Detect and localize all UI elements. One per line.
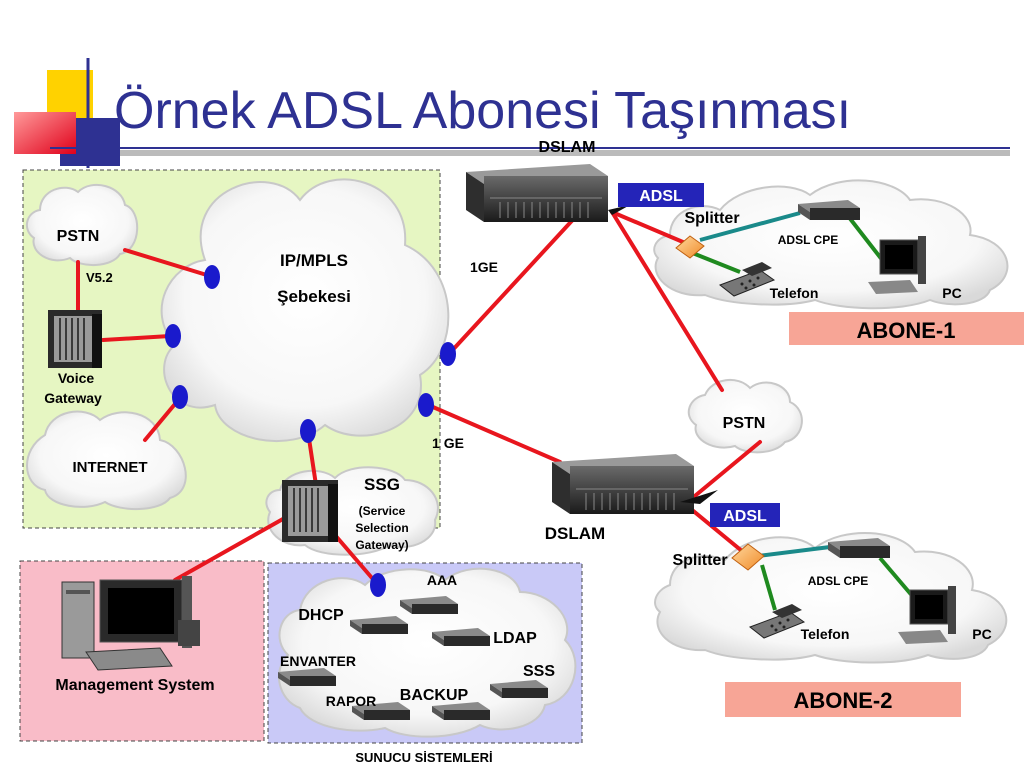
sss-label: SSS [523,663,555,680]
adsl-tag-top [618,183,704,207]
ssg-desc-3: Gateway) [355,538,408,552]
internet-label: INTERNET [73,459,148,476]
abone2-splitter-label: Splitter [672,552,727,569]
server-devices [278,596,548,720]
abone1-splitter-label: Splitter [684,210,739,227]
voice-gateway-label-2: Gateway [44,390,102,406]
rapor-server-icon [352,702,410,720]
ssg-router-icon [282,480,338,542]
connection-nodes [165,265,456,597]
adsl-tag-bottom-label: ADSL [723,508,767,525]
pstn-mid-label: PSTN [723,415,766,432]
aaa-server-icon [400,596,458,614]
dslam-top-label: DSLAM [539,139,596,156]
voice-gateway-label-1: Voice [58,370,95,386]
ipmpls-cloud [160,178,450,443]
link-1ge-top: 1GE [470,259,498,275]
link-1ge-bottom: 1 GE [432,435,464,451]
adsl-cpe-icon-abone2 [828,538,890,558]
ldap-label: LDAP [493,630,537,647]
dslam-bottom-label: DSLAM [545,524,605,543]
aaa-label: AAA [427,572,457,588]
ipmpls-label-1: IP/MPLS [280,251,348,270]
telephone-icon-abone2 [748,604,806,639]
abone2-pc-label: PC [972,626,991,642]
ssg-desc-1: (Service [359,504,406,518]
adsl-cpe-icon-abone1 [798,200,860,220]
management-system-label: Management System [55,677,214,694]
ipmpls-label-2: Şebekesi [277,287,351,306]
adsl-tag-top-label: ADSL [639,188,683,205]
splitter-icon-abone2 [731,543,765,571]
abone2-cpe-label: ADSL CPE [808,574,868,588]
pstn-cloud-mid [687,379,803,454]
voice-gateway-icon [48,310,102,368]
abone1-cpe-label: ADSL CPE [778,233,838,247]
v52-label: V5.2 [86,270,113,285]
pc-icon-abone2 [898,586,956,644]
dhcp-label: DHCP [298,607,344,624]
envanter-label: ENVANTER [280,653,356,669]
backup-label: BACKUP [400,687,469,704]
splitter-icon-abone1 [675,235,705,259]
backup-server-icon [432,702,490,720]
pc-icon-abone1 [868,236,926,294]
sss-server-icon [490,680,548,698]
dslam-bottom-icon [552,454,718,514]
abone2-box [725,682,961,717]
ssg-label: SSG [364,475,400,494]
abone1-name: ABONE-1 [856,318,955,343]
dslam-top-icon [466,164,630,222]
page-title: Örnek ADSL Abonesi Taşınması [114,82,851,140]
envanter-server-icon [278,668,336,686]
management-computer-icon [61,576,200,671]
rapor-label: RAPOR [326,693,377,709]
red-links [76,210,762,587]
abone2-telefon-label: Telefon [801,626,850,642]
dhcp-server-icon [350,616,408,634]
server-systems-caption: SUNUCU SİSTEMLERİ [355,750,492,765]
ssg-desc-2: Selection [355,521,408,535]
adsl-tag-bottom [710,503,780,527]
title-decoration [14,58,1010,168]
pstn-left-label: PSTN [57,228,100,245]
ldap-server-icon [432,628,490,646]
abone2-name: ABONE-2 [793,688,892,713]
abone1-box [789,312,1024,345]
abone1-pc-label: PC [942,285,961,301]
pstn-cloud-left [25,183,139,266]
telephone-icon-abone1 [718,262,776,297]
abone1-telefon-label: Telefon [770,285,819,301]
